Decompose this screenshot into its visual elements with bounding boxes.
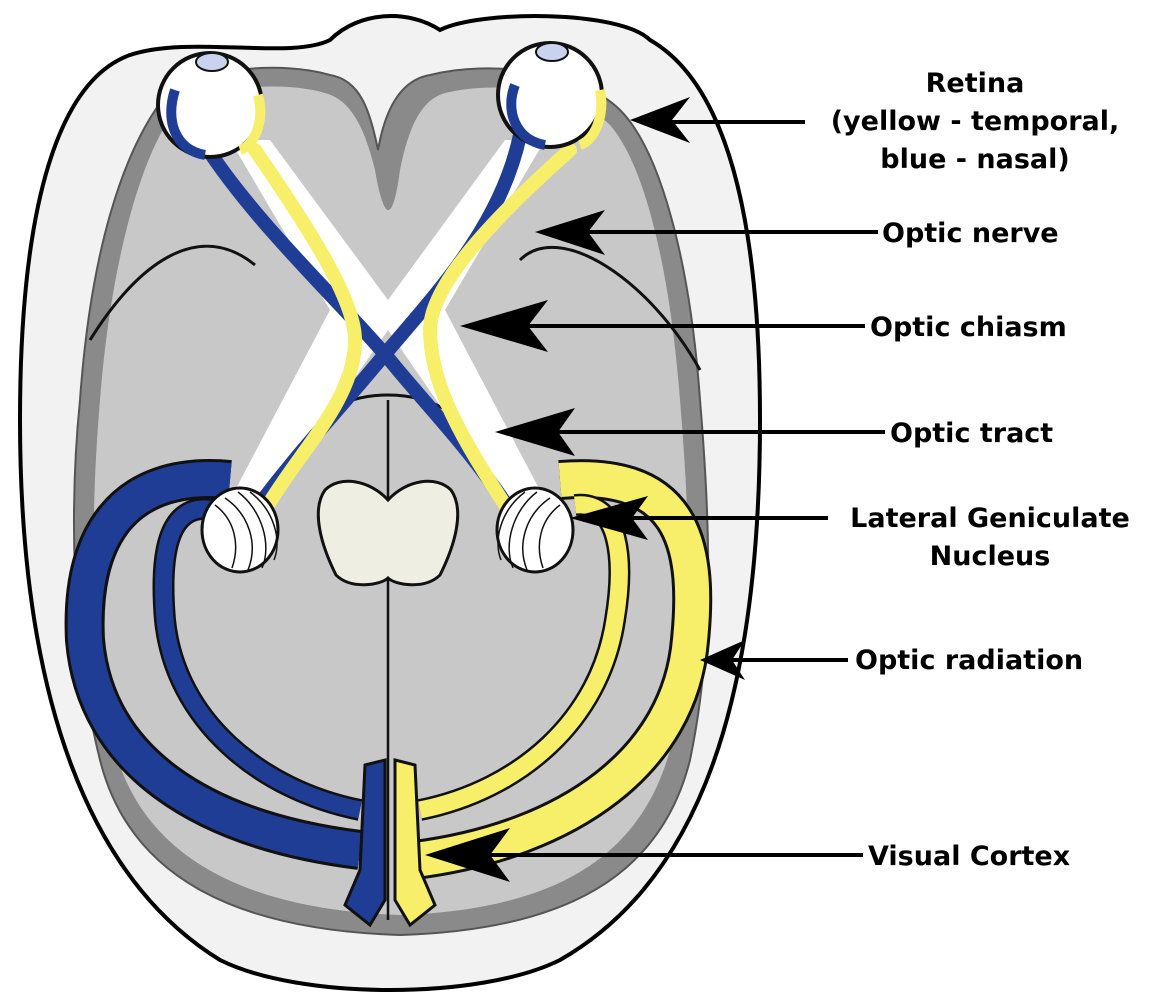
lgn-label-line2: Nucleus bbox=[930, 541, 1051, 572]
right-eye bbox=[498, 43, 602, 147]
left-eye bbox=[158, 53, 262, 157]
retina-label-line1: Retina bbox=[926, 68, 1025, 99]
optic-tract-label: Optic tract bbox=[890, 418, 1053, 449]
visual-cortex-label: Visual Cortex bbox=[868, 841, 1070, 872]
optic-nerve-label: Optic nerve bbox=[882, 218, 1059, 249]
left-lgn bbox=[202, 488, 278, 572]
optic-chiasm-label: Optic chiasm bbox=[870, 312, 1067, 343]
lgn-label-line1: Lateral Geniculate bbox=[850, 503, 1130, 534]
retina-label-line2: (yellow - temporal, bbox=[831, 106, 1120, 137]
retina-label-line3: blue - nasal) bbox=[880, 144, 1069, 175]
right-lgn bbox=[497, 488, 573, 572]
optic-radiation-label: Optic radiation bbox=[855, 645, 1083, 676]
